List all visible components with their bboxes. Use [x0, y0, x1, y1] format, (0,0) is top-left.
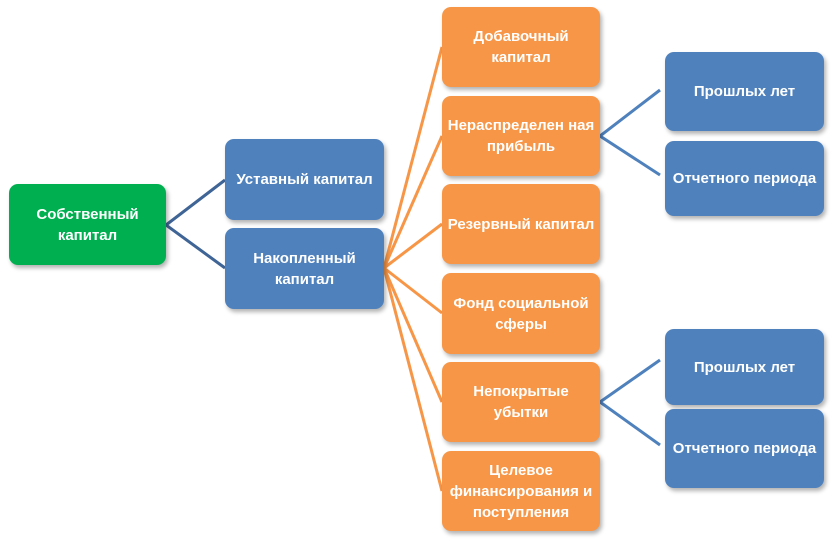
node-label: Нераспределен ная прибыль [447, 117, 595, 155]
node-additional-capital: Добавочный капитал [442, 7, 600, 87]
node-label: Отчетного периода [672, 170, 817, 187]
node-label: Фонд социальной сферы [453, 294, 589, 333]
node-uncovered-losses: Непокрытые убытки [442, 362, 600, 442]
root-node: Собственный капитал [9, 184, 166, 265]
node-losses-past-years: Прошлых лет [665, 329, 824, 405]
root-label: Собственный капитал [36, 205, 139, 244]
connector-root [163, 178, 226, 270]
node-accumulated-capital: Накопленный капитал [225, 228, 384, 309]
node-label: Целевое финансирования и поступления [449, 461, 593, 521]
node-social-fund: Фонд социальной сферы [442, 273, 600, 354]
node-label: Непокрытые убытки [473, 383, 569, 421]
node-losses-current-period: Отчетного периода [665, 409, 824, 488]
node-targeted-financing: Целевое финансирования и поступления [442, 451, 600, 531]
node-reserve-capital: Резервный капитал [442, 184, 600, 264]
node-label: Прошлых лет [693, 83, 796, 100]
node-label: Накопленный капитал [253, 249, 356, 288]
node-label: Прошлых лет [693, 358, 796, 376]
node-retained-earnings: Нераспределен ная прибыль [442, 96, 600, 176]
node-label: Уставный капитал [236, 171, 373, 188]
node-label: Отчетного периода [672, 440, 817, 457]
node-retained-current-period: Отчетного периода [665, 141, 824, 216]
node-label: Резервный капитал [447, 215, 595, 233]
node-label: Добавочный капитал [473, 28, 569, 66]
node-authorized-capital: Уставный капитал [225, 139, 384, 220]
node-retained-past-years: Прошлых лет [665, 52, 824, 131]
